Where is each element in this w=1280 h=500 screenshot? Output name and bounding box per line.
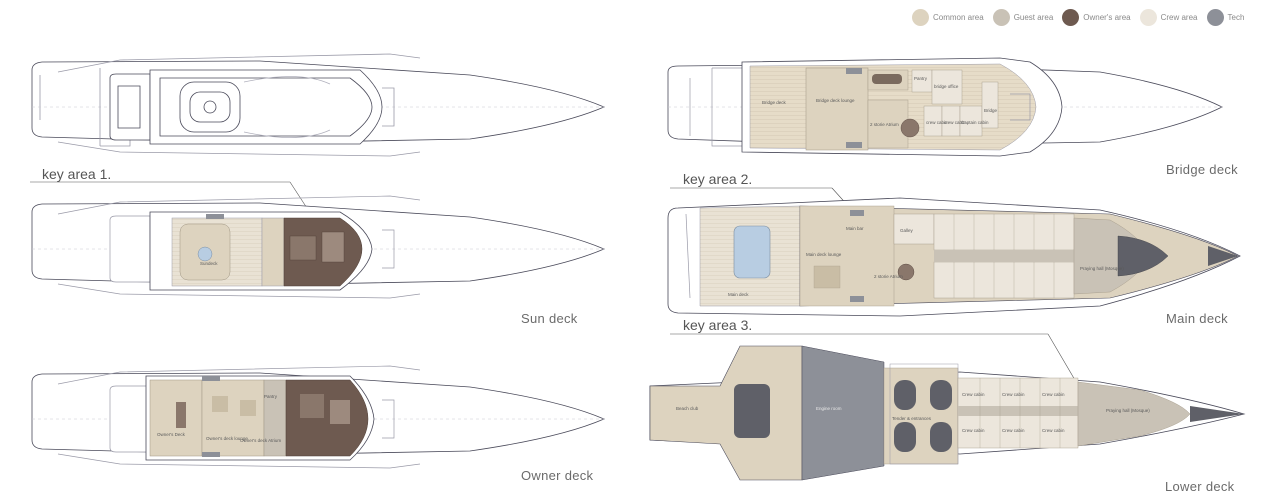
legend-label-guest: Guest area <box>1013 13 1054 22</box>
legend-item-guest: Guest area <box>992 9 1054 26</box>
main-deck-plan: Main deck Main deck lounge Main bar Gall… <box>667 197 1241 317</box>
key-area-2-number: 2. <box>740 171 753 187</box>
deck-label-lower: Lower deck <box>1165 479 1235 494</box>
legend-label-common: Common area <box>933 13 984 22</box>
legend-item-owner: Owner's area <box>1062 9 1131 26</box>
legend-item-crew: Crew area <box>1139 9 1198 26</box>
room-label-bridge: Bridge <box>984 108 998 113</box>
key-area-3-label: key area 3. <box>683 317 752 333</box>
owner-deck-plan: Owner's Deck Owner's deck lounge Owner's… <box>31 365 606 469</box>
key-area-3-text: key area <box>683 317 741 333</box>
room-label-pantry-bridge: Pantry <box>914 76 928 81</box>
sun-deck-plan: Sundeck <box>31 195 606 299</box>
room-label-bridge-deck: Bridge deck <box>762 100 787 105</box>
room-label-crew-cabin-bridge-2: crew cabin <box>944 120 966 125</box>
key-area-2-text: key area <box>683 171 741 187</box>
room-label-crew-cabin-lower-3: Crew cabin <box>1042 392 1065 397</box>
hull-top-overview <box>31 53 606 157</box>
room-label-tender: Tender & entrances <box>892 416 932 421</box>
room-label-owners-deck-lounge: Owner's deck lounge <box>206 436 248 441</box>
legend-label-owner: Owner's area <box>1083 13 1131 22</box>
room-label-main-deck-lounge: Main deck lounge <box>806 252 842 257</box>
deck-label-main: Main deck <box>1166 311 1228 326</box>
key-area-2-label: key area 2. <box>683 171 752 187</box>
room-label-praying-hall-main: Praying hall (Mosque) <box>1080 266 1124 271</box>
room-label-crew-cabin-lower-6: Crew cabin <box>1042 428 1065 433</box>
room-label-2-storie-atrium: 2 storie Atrium <box>870 122 899 127</box>
room-label-praying-hall-lower: Praying hall (Mosque) <box>1106 408 1150 413</box>
legend-swatch-crew <box>1139 9 1157 26</box>
room-label-pantry-owner: Pantry <box>264 394 278 399</box>
key-area-1-number: 1. <box>99 166 112 182</box>
room-label-2-storie-atrium-main: 2 storie Atrium <box>874 274 903 279</box>
room-label-beach-club: Beach club <box>676 406 699 411</box>
room-label-main-deck: Main deck <box>728 292 749 297</box>
legend-swatch-tech <box>1206 9 1224 26</box>
legend-item-common: Common area <box>912 9 984 26</box>
legend-swatch-owner <box>1062 9 1080 26</box>
deck-label-sun: Sun deck <box>521 311 578 326</box>
bridge-deck-plan: Bridge deck Bridge deck lounge 2 storie … <box>667 57 1223 157</box>
room-label-crew-cabin-lower-2: Crew cabin <box>1002 392 1025 397</box>
room-label-crew-cabin-lower-1: Crew cabin <box>962 392 985 397</box>
legend-label-tech: Tech <box>1227 13 1245 22</box>
deck-label-bridge: Bridge deck <box>1166 162 1238 177</box>
room-label-owners-atrium: Owner's deck Atrium <box>240 438 281 443</box>
room-label-main-bar: Main bar <box>846 226 864 231</box>
room-label-galley: Galley <box>900 228 914 233</box>
room-label-crew-cabin-bridge-1: crew cabin <box>926 120 948 125</box>
key-area-1-text: key area <box>42 166 100 182</box>
deck-label-owner: Owner deck <box>521 468 594 483</box>
room-label-captain-cabin: Captain cabin <box>961 120 989 125</box>
room-label-crew-cabin-lower-5: Crew cabin <box>1002 428 1025 433</box>
room-label-bridge-office: bridge office <box>934 84 959 89</box>
legend-label-crew: Crew area <box>1160 13 1198 22</box>
legend-swatch-common <box>912 9 929 26</box>
legend-swatch-guest <box>992 9 1010 26</box>
legend-item-tech: Tech <box>1206 9 1245 26</box>
room-label-sundeck: Sundeck <box>200 261 218 266</box>
room-label-engine-room: Engine room <box>816 406 842 411</box>
lower-deck-plan: Beach club Engine room Tender & entrance… <box>649 345 1246 481</box>
room-label-owners-deck: Owner's Deck <box>157 432 186 437</box>
legend: Common area Guest area Owner's area Crew… <box>912 9 1253 26</box>
key-area-3-number: 3. <box>740 317 753 333</box>
room-label-crew-cabin-lower-4: Crew cabin <box>962 428 985 433</box>
key-area-1-label: key area 1. <box>42 166 111 182</box>
room-label-bridge-deck-lounge: Bridge deck lounge <box>816 98 855 103</box>
